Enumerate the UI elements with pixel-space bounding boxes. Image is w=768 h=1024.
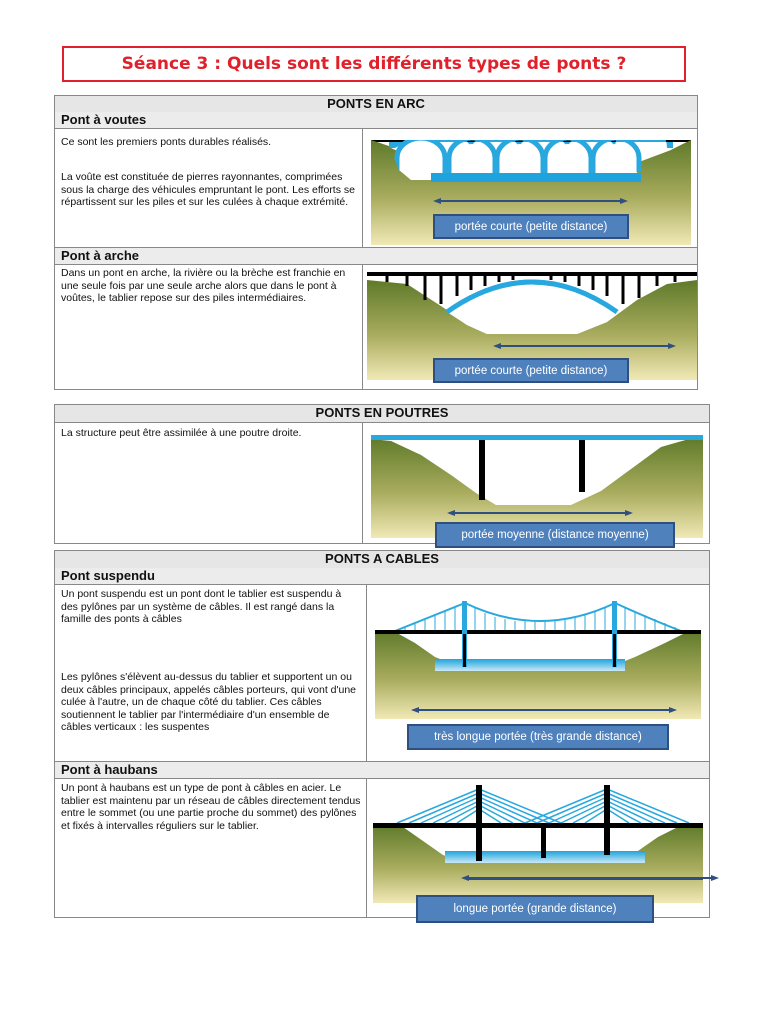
beam-bridge-illustration — [371, 435, 703, 538]
voutes-text-1: Ce sont les premiers ponts durables réal… — [61, 136, 272, 148]
span-label-suspendu: très longue portée (très grande distance… — [407, 724, 669, 750]
suspendu-text-2: Les pylônes s'élèvent au-dessus du tabli… — [61, 671, 357, 733]
section-cables: PONTS A CABLES Pont suspendu Un pont sus… — [54, 550, 719, 923]
arche-text: Dans un pont en arche, la rivière ou la … — [61, 267, 346, 304]
suspension-bridge-illustration — [375, 601, 701, 719]
section-poutres: PONTS EN POUTRES La structure peut être … — [54, 404, 710, 548]
page-title: Séance 3 : Quels sont les différents typ… — [121, 54, 627, 74]
column-divider — [362, 422, 363, 543]
subheading-pont-suspendu: Pont suspendu — [55, 568, 709, 585]
subheading-pont-a-voutes: Pont à voutes — [55, 112, 697, 129]
suspendu-text-1: Un pont suspendu est un pont dont le tab… — [61, 588, 342, 625]
haubans-text: Un pont à haubans est un type de pont à … — [61, 782, 361, 832]
page-title-box: Séance 3 : Quels sont les différents typ… — [62, 46, 686, 82]
section-heading-arc: PONTS EN ARC — [55, 96, 697, 113]
span-label-voutes: portée courte (petite distance) — [433, 214, 629, 239]
column-divider — [366, 585, 367, 917]
span-label-haubans: longue portée (grande distance) — [416, 895, 654, 923]
section-heading-cables: PONTS A CABLES — [55, 551, 709, 569]
voutes-text-2: La voûte est constituée de pierres rayon… — [61, 171, 355, 208]
span-label-poutres: portée moyenne (distance moyenne) — [435, 522, 675, 548]
span-arrow-haubans — [461, 875, 719, 881]
poutres-text: La structure peut être assimilée à une p… — [61, 427, 302, 439]
section-heading-poutres: PONTS EN POUTRES — [55, 405, 709, 423]
section-arc: PONTS EN ARC Pont à voutes Ce sont les p… — [54, 95, 698, 390]
cable-stayed-bridge-illustration — [373, 785, 703, 903]
arch-bridge-illustration — [367, 272, 697, 380]
span-label-arche: portée courte (petite distance) — [433, 358, 629, 383]
subheading-pont-a-arche: Pont à arche — [55, 247, 697, 265]
subheading-pont-a-haubans: Pont à haubans — [55, 761, 709, 779]
